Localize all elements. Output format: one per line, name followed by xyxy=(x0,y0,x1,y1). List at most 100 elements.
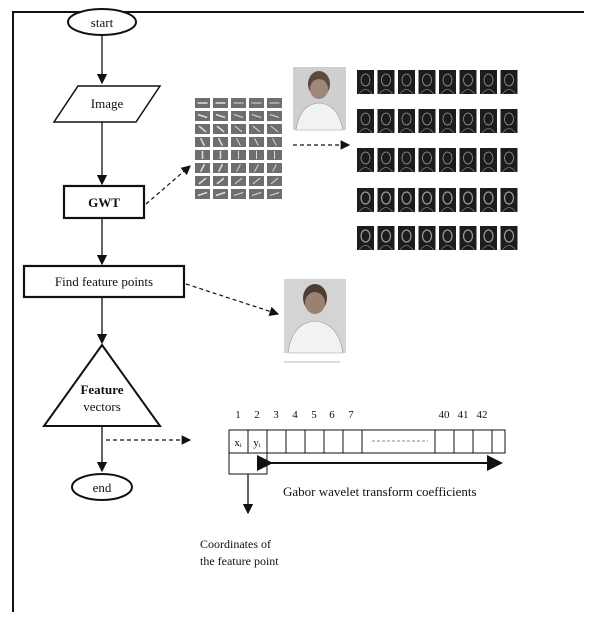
gabor-response-tile xyxy=(418,70,436,95)
gabor-response-tile xyxy=(459,109,477,134)
gabor-kernel-tile xyxy=(249,98,264,108)
end-terminal: end xyxy=(71,473,133,501)
gabor-response-tile xyxy=(439,109,456,134)
gabor-kernel-tile xyxy=(213,176,228,186)
gabor-kernel-tile xyxy=(195,111,210,121)
feature-vectors-triangle: Feature vectors xyxy=(42,343,162,427)
gabor-kernel-tile xyxy=(249,124,264,134)
gabor-kernel-tile xyxy=(267,111,282,121)
gabor-response-tile xyxy=(459,148,477,173)
coordinates-label-line1: Coordinates of xyxy=(200,537,271,551)
index-40: 40 xyxy=(439,409,451,421)
gabor-kernel-tile xyxy=(195,176,210,186)
gabor-response-tile xyxy=(439,70,456,95)
coordinates-label-line2: the feature point xyxy=(200,554,279,568)
index-5: 5 xyxy=(311,409,317,421)
gabor-kernel-tile xyxy=(231,111,246,121)
gabor-kernel-tile xyxy=(249,189,264,199)
cell-y: yᵢ xyxy=(253,437,261,449)
gabor-response-tile xyxy=(480,109,497,134)
start-label: start xyxy=(91,15,114,30)
gabor-kernel-tile xyxy=(267,189,282,199)
vectors-label: vectors xyxy=(83,399,121,414)
face-photo-top xyxy=(293,67,346,131)
feature-vector-row: 1 2 3 4 5 6 7 40 41 42 xᵢ yᵢ xyxy=(228,409,506,475)
gabor-response-tile xyxy=(377,148,395,173)
index-3: 3 xyxy=(273,409,279,421)
gabor-kernel-tile xyxy=(195,137,210,147)
gabor-kernel-tile xyxy=(195,189,210,199)
gabor-response-tile xyxy=(377,226,395,251)
gabor-kernel-tile xyxy=(231,137,246,147)
gabor-response-tile xyxy=(500,70,518,95)
gabor-response-tile xyxy=(377,188,395,213)
gabor-response-tile xyxy=(377,109,395,134)
index-1: 1 xyxy=(235,409,241,421)
gabor-response-tile xyxy=(357,70,374,95)
index-42: 42 xyxy=(477,409,488,421)
gabor-kernel-tile xyxy=(195,98,210,108)
gabor-response-tile xyxy=(480,70,497,95)
end-label: end xyxy=(93,480,112,495)
gabor-kernel-tile xyxy=(267,150,282,160)
gabor-kernel-tile xyxy=(213,150,228,160)
gabor-kernel-tile xyxy=(249,176,264,186)
gabor-response-tile xyxy=(418,226,436,251)
gabor-response-tile xyxy=(439,148,456,173)
dashed-arrow-find-photo xyxy=(185,283,280,316)
gabor-kernel-tile xyxy=(231,163,246,173)
gabor-response-tile xyxy=(398,70,415,95)
gabor-kernel-tile xyxy=(267,163,282,173)
gabor-response-tile xyxy=(439,188,456,213)
gabor-kernel-tile xyxy=(213,163,228,173)
coordinate-pair-box xyxy=(228,452,268,475)
gabor-kernel-tile xyxy=(231,150,246,160)
gabor-response-tile xyxy=(357,226,374,251)
gabor-filter-bank-image xyxy=(195,98,282,199)
feature-label: Feature xyxy=(80,382,123,397)
start-terminal: start xyxy=(67,8,137,36)
index-2: 2 xyxy=(254,409,260,421)
gabor-kernel-tile xyxy=(249,163,264,173)
gwt-label: GWT xyxy=(88,195,120,210)
gabor-response-tile xyxy=(398,148,415,173)
gabor-response-tile xyxy=(398,188,415,213)
vector-outline xyxy=(228,429,506,454)
gabor-kernel-tile xyxy=(231,124,246,134)
gabor-kernel-tile xyxy=(213,124,228,134)
gabor-kernel-tile xyxy=(195,163,210,173)
gabor-response-tile xyxy=(480,188,497,213)
gabor-kernel-tile xyxy=(267,176,282,186)
gabor-kernel-tile xyxy=(249,137,264,147)
gabor-response-images xyxy=(357,70,518,251)
gabor-response-tile xyxy=(459,70,477,95)
gabor-kernel-tile xyxy=(267,124,282,134)
gabor-response-tile xyxy=(418,109,436,134)
index-7: 7 xyxy=(348,409,354,421)
index-4: 4 xyxy=(292,409,298,421)
gabor-kernel-tile xyxy=(267,137,282,147)
find-feature-points-box: Find feature points xyxy=(22,264,186,299)
gabor-response-tile xyxy=(500,109,518,134)
gwt-process-box: GWT xyxy=(62,184,146,220)
gabor-response-tile xyxy=(500,188,518,213)
face-photo-feature-points xyxy=(284,279,346,363)
gabor-response-tile xyxy=(480,226,497,251)
gabor-coefficients-label: Gabor wavelet transform coefficients xyxy=(283,484,477,499)
gabor-kernel-tile xyxy=(213,137,228,147)
image-input-shape: Image xyxy=(52,85,162,123)
gabor-response-tile xyxy=(357,148,374,173)
gabor-kernel-tile xyxy=(249,111,264,121)
gabor-response-tile xyxy=(439,226,456,251)
find-feature-points-label: Find feature points xyxy=(55,274,153,289)
gabor-response-tile xyxy=(418,148,436,173)
gabor-response-tile xyxy=(459,188,477,213)
gabor-response-tile xyxy=(357,188,374,213)
gabor-response-tile xyxy=(398,109,415,134)
gabor-response-tile xyxy=(500,226,518,251)
gabor-kernel-tile xyxy=(195,124,210,134)
gabor-kernel-tile xyxy=(195,150,210,160)
gabor-kernel-tile xyxy=(267,98,282,108)
gabor-kernel-tile xyxy=(231,189,246,199)
